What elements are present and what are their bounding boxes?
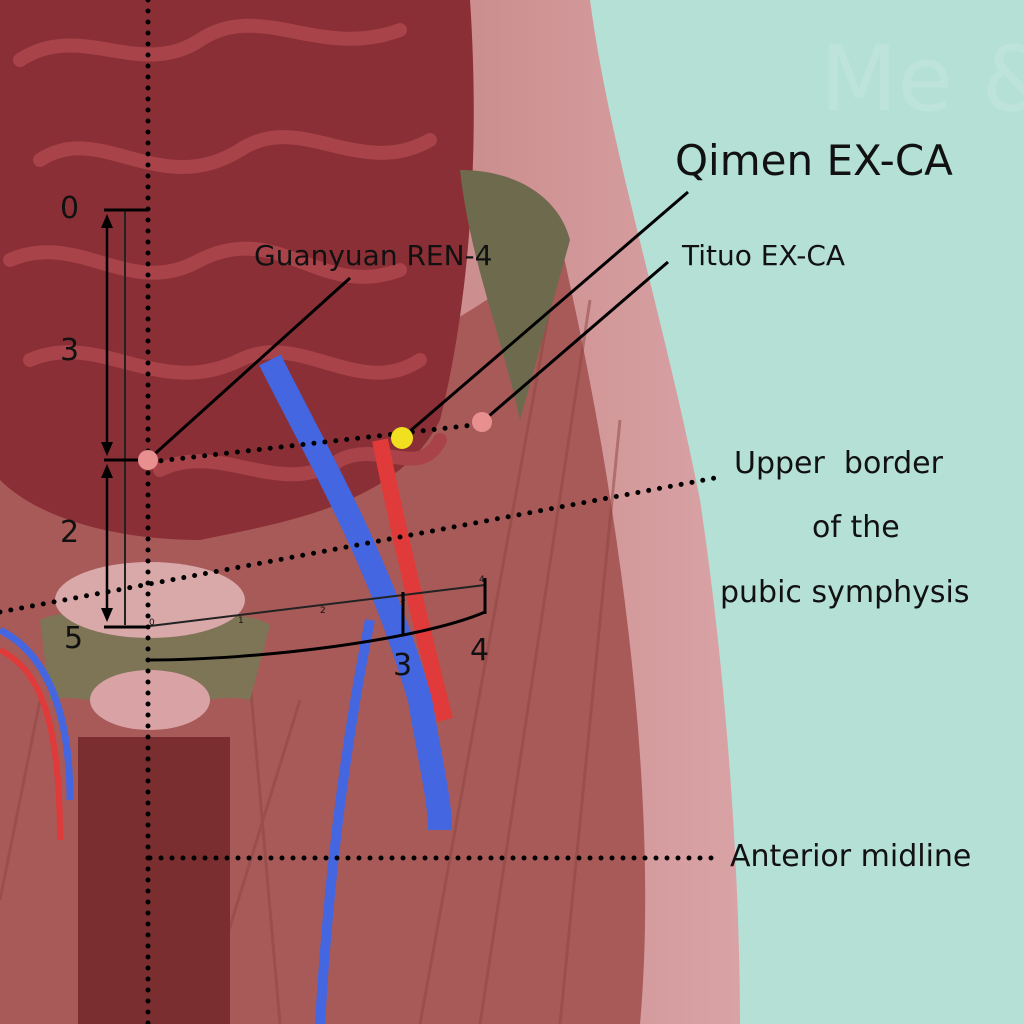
measure-3-vertical: 3 — [60, 333, 79, 368]
bladder — [55, 562, 245, 638]
guanyuan-point[interactable] — [138, 450, 158, 470]
ruler-tick-3: 3 — [400, 595, 406, 605]
external-artery — [372, 438, 453, 722]
tituo-label: Tituo EX-CA — [681, 239, 845, 272]
artery-left — [0, 647, 63, 841]
ruler-tick-0: 0 — [149, 618, 155, 628]
measure-5: 5 — [64, 621, 83, 656]
intestine-loops — [3, 18, 447, 482]
qimen-label: Qimen EX-CA — [675, 136, 953, 185]
muscle-fibers — [0, 249, 622, 1024]
qimen-point[interactable] — [391, 427, 413, 449]
ruler-tick-2: 2 — [320, 606, 326, 616]
upper-border-label-3: pubic symphysis — [720, 575, 969, 610]
measure-4-horizontal: 4 — [470, 633, 489, 668]
measure-3-horizontal: 3 — [393, 648, 412, 683]
vein-branch — [315, 619, 375, 1024]
external-vein — [259, 354, 452, 831]
censor-block — [78, 737, 230, 1024]
level-dotted-line — [147, 421, 485, 465]
guanyuan-label: Guanyuan REN-4 — [254, 239, 492, 272]
tituo-point[interactable] — [472, 412, 492, 432]
measure-2-vertical: 2 — [60, 515, 79, 550]
ruler-tick-4: 4 — [479, 575, 485, 585]
ruler-tick-1: 1 — [238, 616, 244, 626]
watermark: Me & Qi — [820, 27, 1024, 132]
pubic-structure — [90, 670, 210, 730]
upper-border-dotted-line — [0, 475, 718, 615]
vertical-ruler — [101, 208, 148, 629]
qimen-leader — [401, 190, 689, 440]
iliac-bone — [460, 170, 570, 420]
vein-left — [0, 626, 74, 801]
anterior-midline-label: Anterior midline — [730, 839, 971, 874]
tituo-leader — [481, 260, 669, 424]
upper-border-label-1: Upper border — [734, 446, 944, 481]
upper-border-label-2: of the — [812, 510, 900, 545]
guanyuan-leader — [146, 276, 352, 462]
horizontal-ruler — [147, 578, 487, 662]
intestines — [0, 0, 474, 540]
measure-0: 0 — [60, 191, 79, 226]
